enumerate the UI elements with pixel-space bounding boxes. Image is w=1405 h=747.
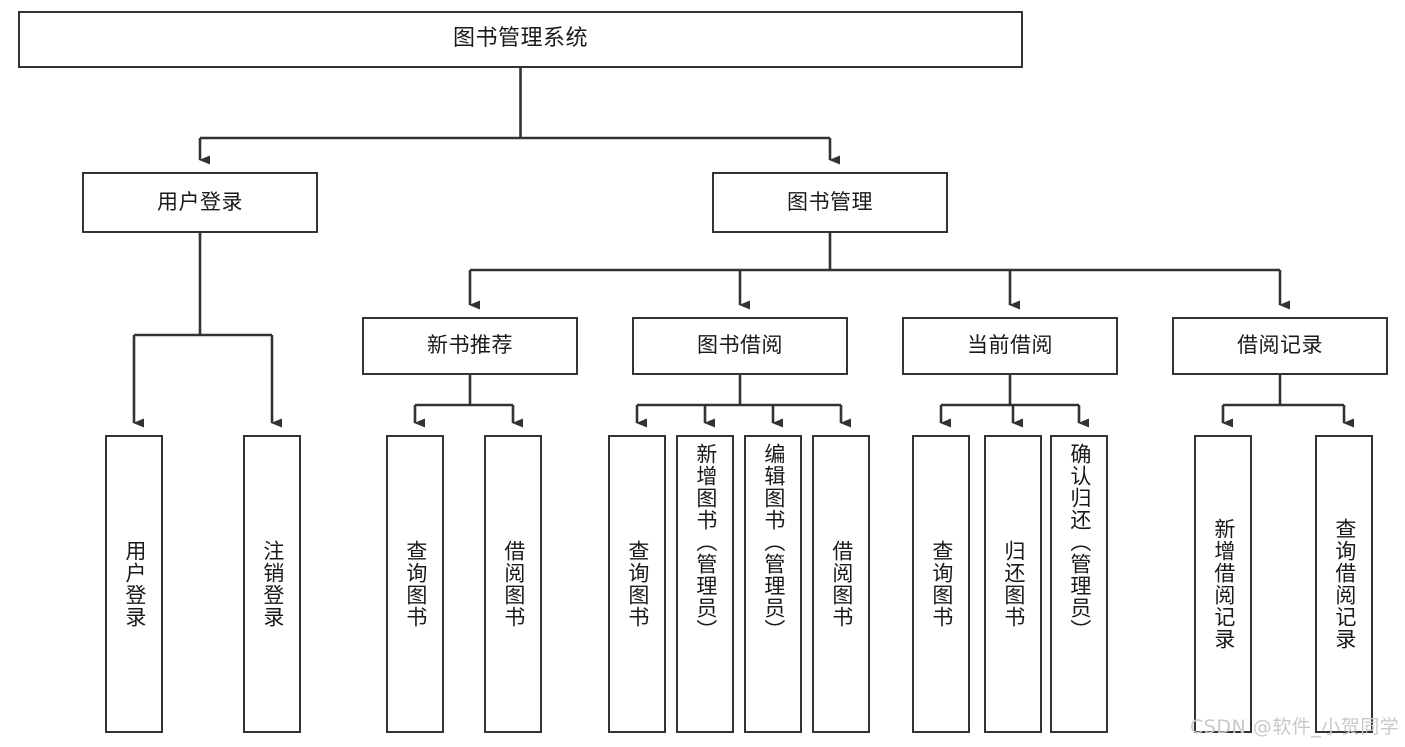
leaf-label: 借阅图书 xyxy=(501,540,526,628)
node-current-borrow[interactable]: 当前借阅 xyxy=(902,317,1118,375)
node-borrow-record[interactable]: 借阅记录 xyxy=(1172,317,1388,375)
leaf-confirm-return-admin[interactable]: 确认归还（管理员） xyxy=(1050,435,1108,733)
leaf-label: 归还图书 xyxy=(1001,540,1026,628)
leaf-label: 借阅图书 xyxy=(829,540,854,628)
leaf-label: 查询图书 xyxy=(403,540,428,628)
node-new-book-recommend-label: 新书推荐 xyxy=(427,333,513,358)
node-borrow-record-label: 借阅记录 xyxy=(1237,333,1323,358)
node-book-manage-label: 图书管理 xyxy=(787,189,873,214)
node-book-borrow[interactable]: 图书借阅 xyxy=(632,317,848,375)
node-root-label: 图书管理系统 xyxy=(452,26,588,52)
node-new-book-recommend[interactable]: 新书推荐 xyxy=(362,317,578,375)
leaf-logout[interactable]: 注销登录 xyxy=(243,435,301,733)
leaf-label: 查询图书 xyxy=(625,540,650,628)
leaf-borrow-book[interactable]: 借阅图书 xyxy=(812,435,870,733)
leaf-add-borrow-record[interactable]: 新增借阅记录 xyxy=(1194,435,1252,733)
leaf-edit-book-admin[interactable]: 编辑图书（管理员） xyxy=(744,435,802,733)
leaf-query-book-borrow[interactable]: 查询图书 xyxy=(608,435,666,733)
leaf-label: 查询图书 xyxy=(929,540,954,628)
leaf-add-book-admin[interactable]: 新增图书（管理员） xyxy=(676,435,734,733)
node-book-borrow-label: 图书借阅 xyxy=(697,333,783,358)
leaf-label: 查询借阅记录 xyxy=(1332,518,1357,650)
leaf-label: 注销登录 xyxy=(260,540,285,628)
node-user-login-label: 用户登录 xyxy=(157,189,243,214)
node-book-manage[interactable]: 图书管理 xyxy=(712,172,948,233)
leaf-return-book[interactable]: 归还图书 xyxy=(984,435,1042,733)
leaf-label: 新增借阅记录 xyxy=(1211,518,1236,650)
leaf-label: 确认归还（管理员） xyxy=(1067,443,1092,641)
leaf-query-borrow-record[interactable]: 查询借阅记录 xyxy=(1315,435,1373,733)
leaf-borrow-book-recommend[interactable]: 借阅图书 xyxy=(484,435,542,733)
node-current-borrow-label: 当前借阅 xyxy=(967,333,1053,358)
leaf-label: 新增图书（管理员） xyxy=(693,443,718,641)
leaf-label: 编辑图书（管理员） xyxy=(761,443,786,641)
leaf-label: 用户登录 xyxy=(122,540,147,628)
node-root-system[interactable]: 图书管理系统 xyxy=(18,11,1023,68)
leaf-query-book-recommend[interactable]: 查询图书 xyxy=(386,435,444,733)
leaf-user-login[interactable]: 用户登录 xyxy=(105,435,163,733)
node-user-login[interactable]: 用户登录 xyxy=(82,172,318,233)
leaf-query-book-current[interactable]: 查询图书 xyxy=(912,435,970,733)
